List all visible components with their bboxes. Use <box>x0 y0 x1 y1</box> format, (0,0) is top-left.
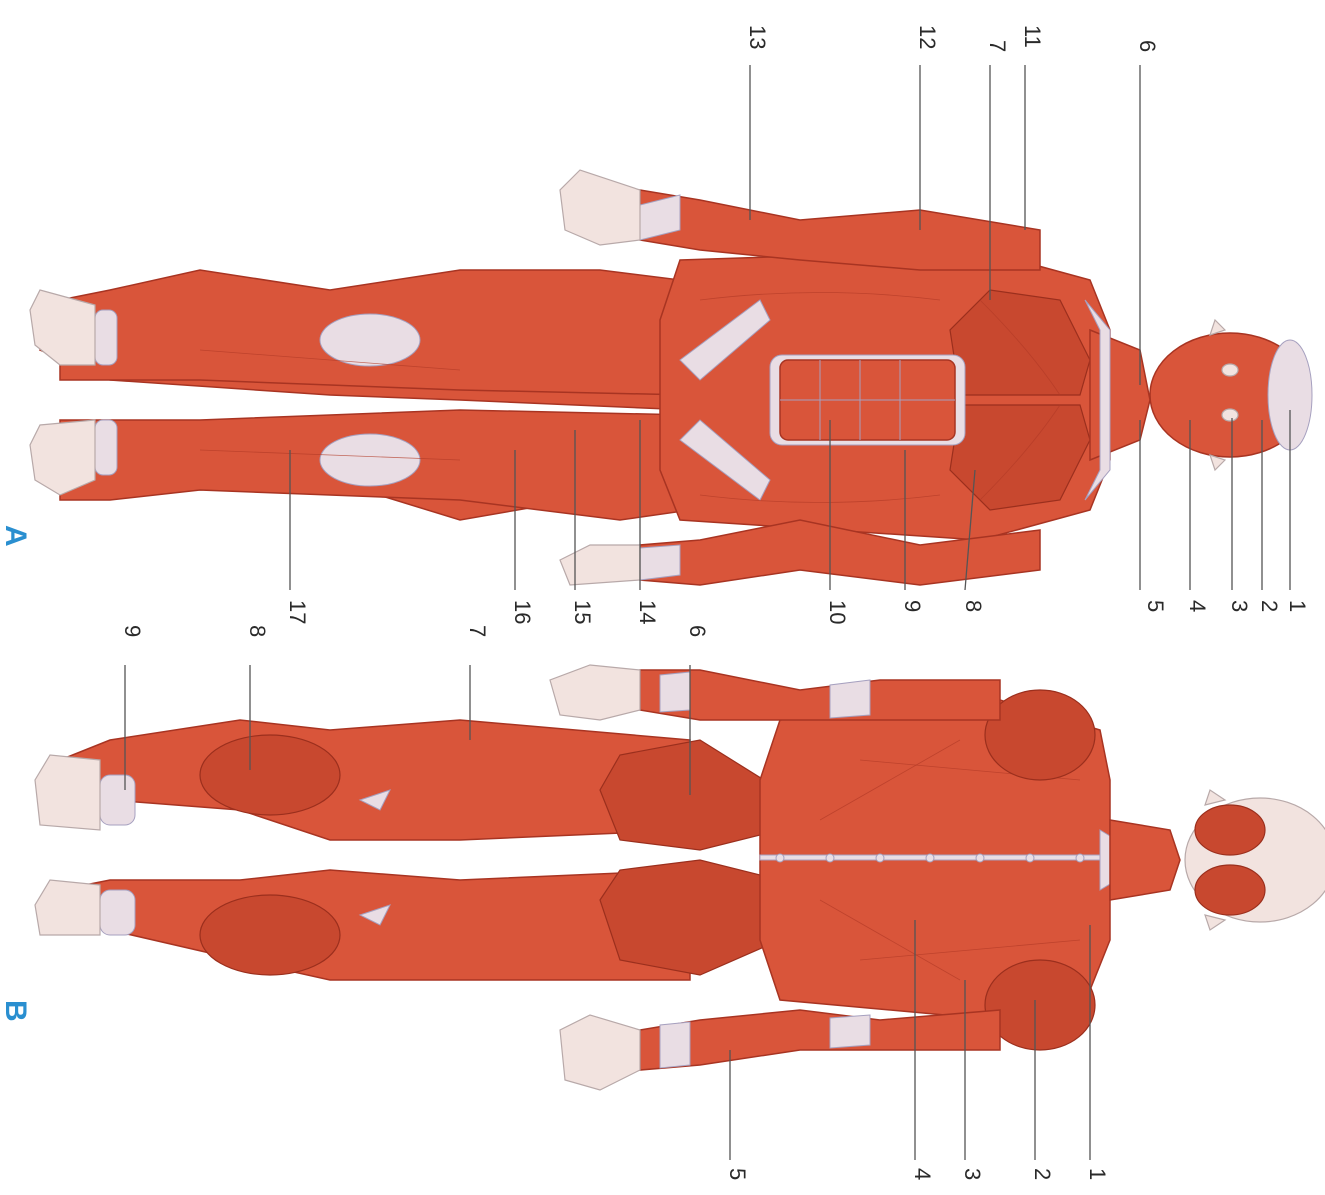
label-a-14: 14 <box>635 600 660 624</box>
figure-a-anterior-body <box>30 170 1312 585</box>
label-b-9: 9 <box>120 625 145 637</box>
panel-a-letter: A <box>0 525 32 547</box>
figure-b-posterior-body <box>35 665 1325 1090</box>
label-b-2: 2 <box>1030 1168 1055 1180</box>
label-a-6: 6 <box>1135 40 1160 52</box>
label-a-2: 2 <box>1257 600 1282 612</box>
label-a-3: 3 <box>1227 600 1252 612</box>
label-a-13: 13 <box>745 25 770 49</box>
label-a-16: 16 <box>510 600 535 624</box>
label-b-1: 1 <box>1085 1168 1110 1180</box>
label-b-8: 8 <box>245 625 270 637</box>
label-b-7: 7 <box>465 625 490 637</box>
label-a-11: 11 <box>1020 25 1045 48</box>
label-b-4: 4 <box>910 1168 935 1180</box>
label-a-8: 8 <box>961 600 986 612</box>
label-a-7: 7 <box>985 40 1010 52</box>
label-a-17: 17 <box>285 600 310 624</box>
label-a-15: 15 <box>570 600 595 624</box>
panel-b-letter: B <box>0 1000 32 1022</box>
label-a-12: 12 <box>915 25 940 49</box>
label-a-9: 9 <box>900 600 925 612</box>
label-a-1: 1 <box>1285 600 1310 612</box>
label-a-4: 4 <box>1185 600 1210 612</box>
label-a-5: 5 <box>1143 600 1168 612</box>
label-a-10: 10 <box>825 600 850 624</box>
label-b-6: 6 <box>685 625 710 637</box>
label-b-5: 5 <box>725 1168 750 1180</box>
label-b-3: 3 <box>960 1168 985 1180</box>
